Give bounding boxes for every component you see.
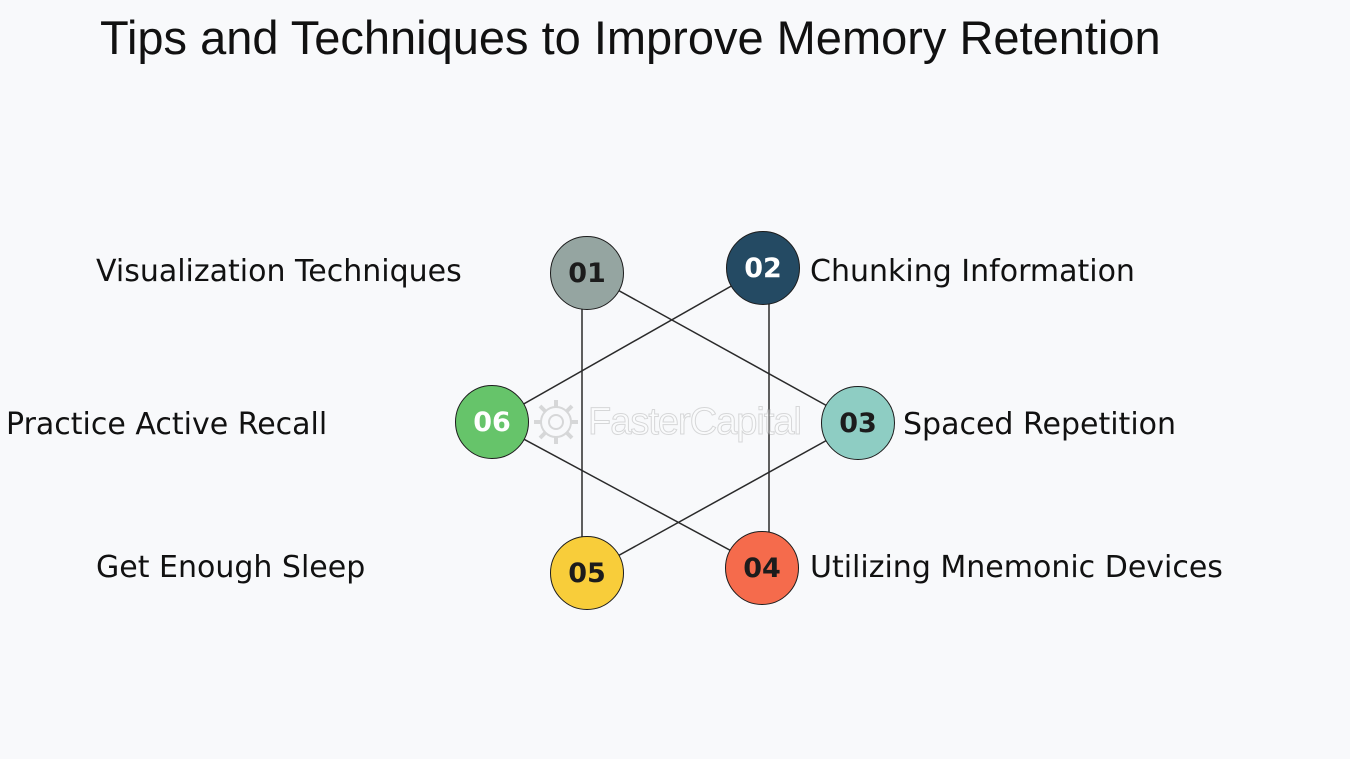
step-01-circle: 01 [550, 236, 624, 310]
step-01-number: 01 [568, 257, 606, 289]
connector-03-05 [586, 422, 859, 574]
step-02-number: 02 [744, 252, 782, 284]
step-02-label: Chunking Information [810, 254, 1135, 289]
step-02-circle: 02 [726, 231, 800, 305]
step-03-circle: 03 [821, 386, 895, 460]
step-06-number: 06 [473, 406, 511, 438]
connector-06-04 [491, 421, 764, 569]
page-title: Tips and Techniques to Improve Memory Re… [100, 11, 1161, 64]
step-03-number: 03 [839, 407, 877, 439]
step-04-number: 04 [743, 552, 781, 584]
connector-02-06 [491, 267, 764, 423]
step-05-number: 05 [568, 557, 606, 589]
step-03-label: Spaced Repetition [903, 407, 1177, 442]
connector-01-03 [586, 272, 859, 424]
step-05-circle: 05 [550, 536, 624, 610]
step-06-circle: 06 [455, 385, 529, 459]
step-05-label: Get Enough Sleep [96, 550, 366, 585]
step-04-circle: 04 [725, 531, 799, 605]
step-04-label: Utilizing Mnemonic Devices [810, 550, 1223, 585]
step-06-label: Practice Active Recall [6, 407, 328, 442]
step-01-label: Visualization Techniques [96, 254, 462, 289]
